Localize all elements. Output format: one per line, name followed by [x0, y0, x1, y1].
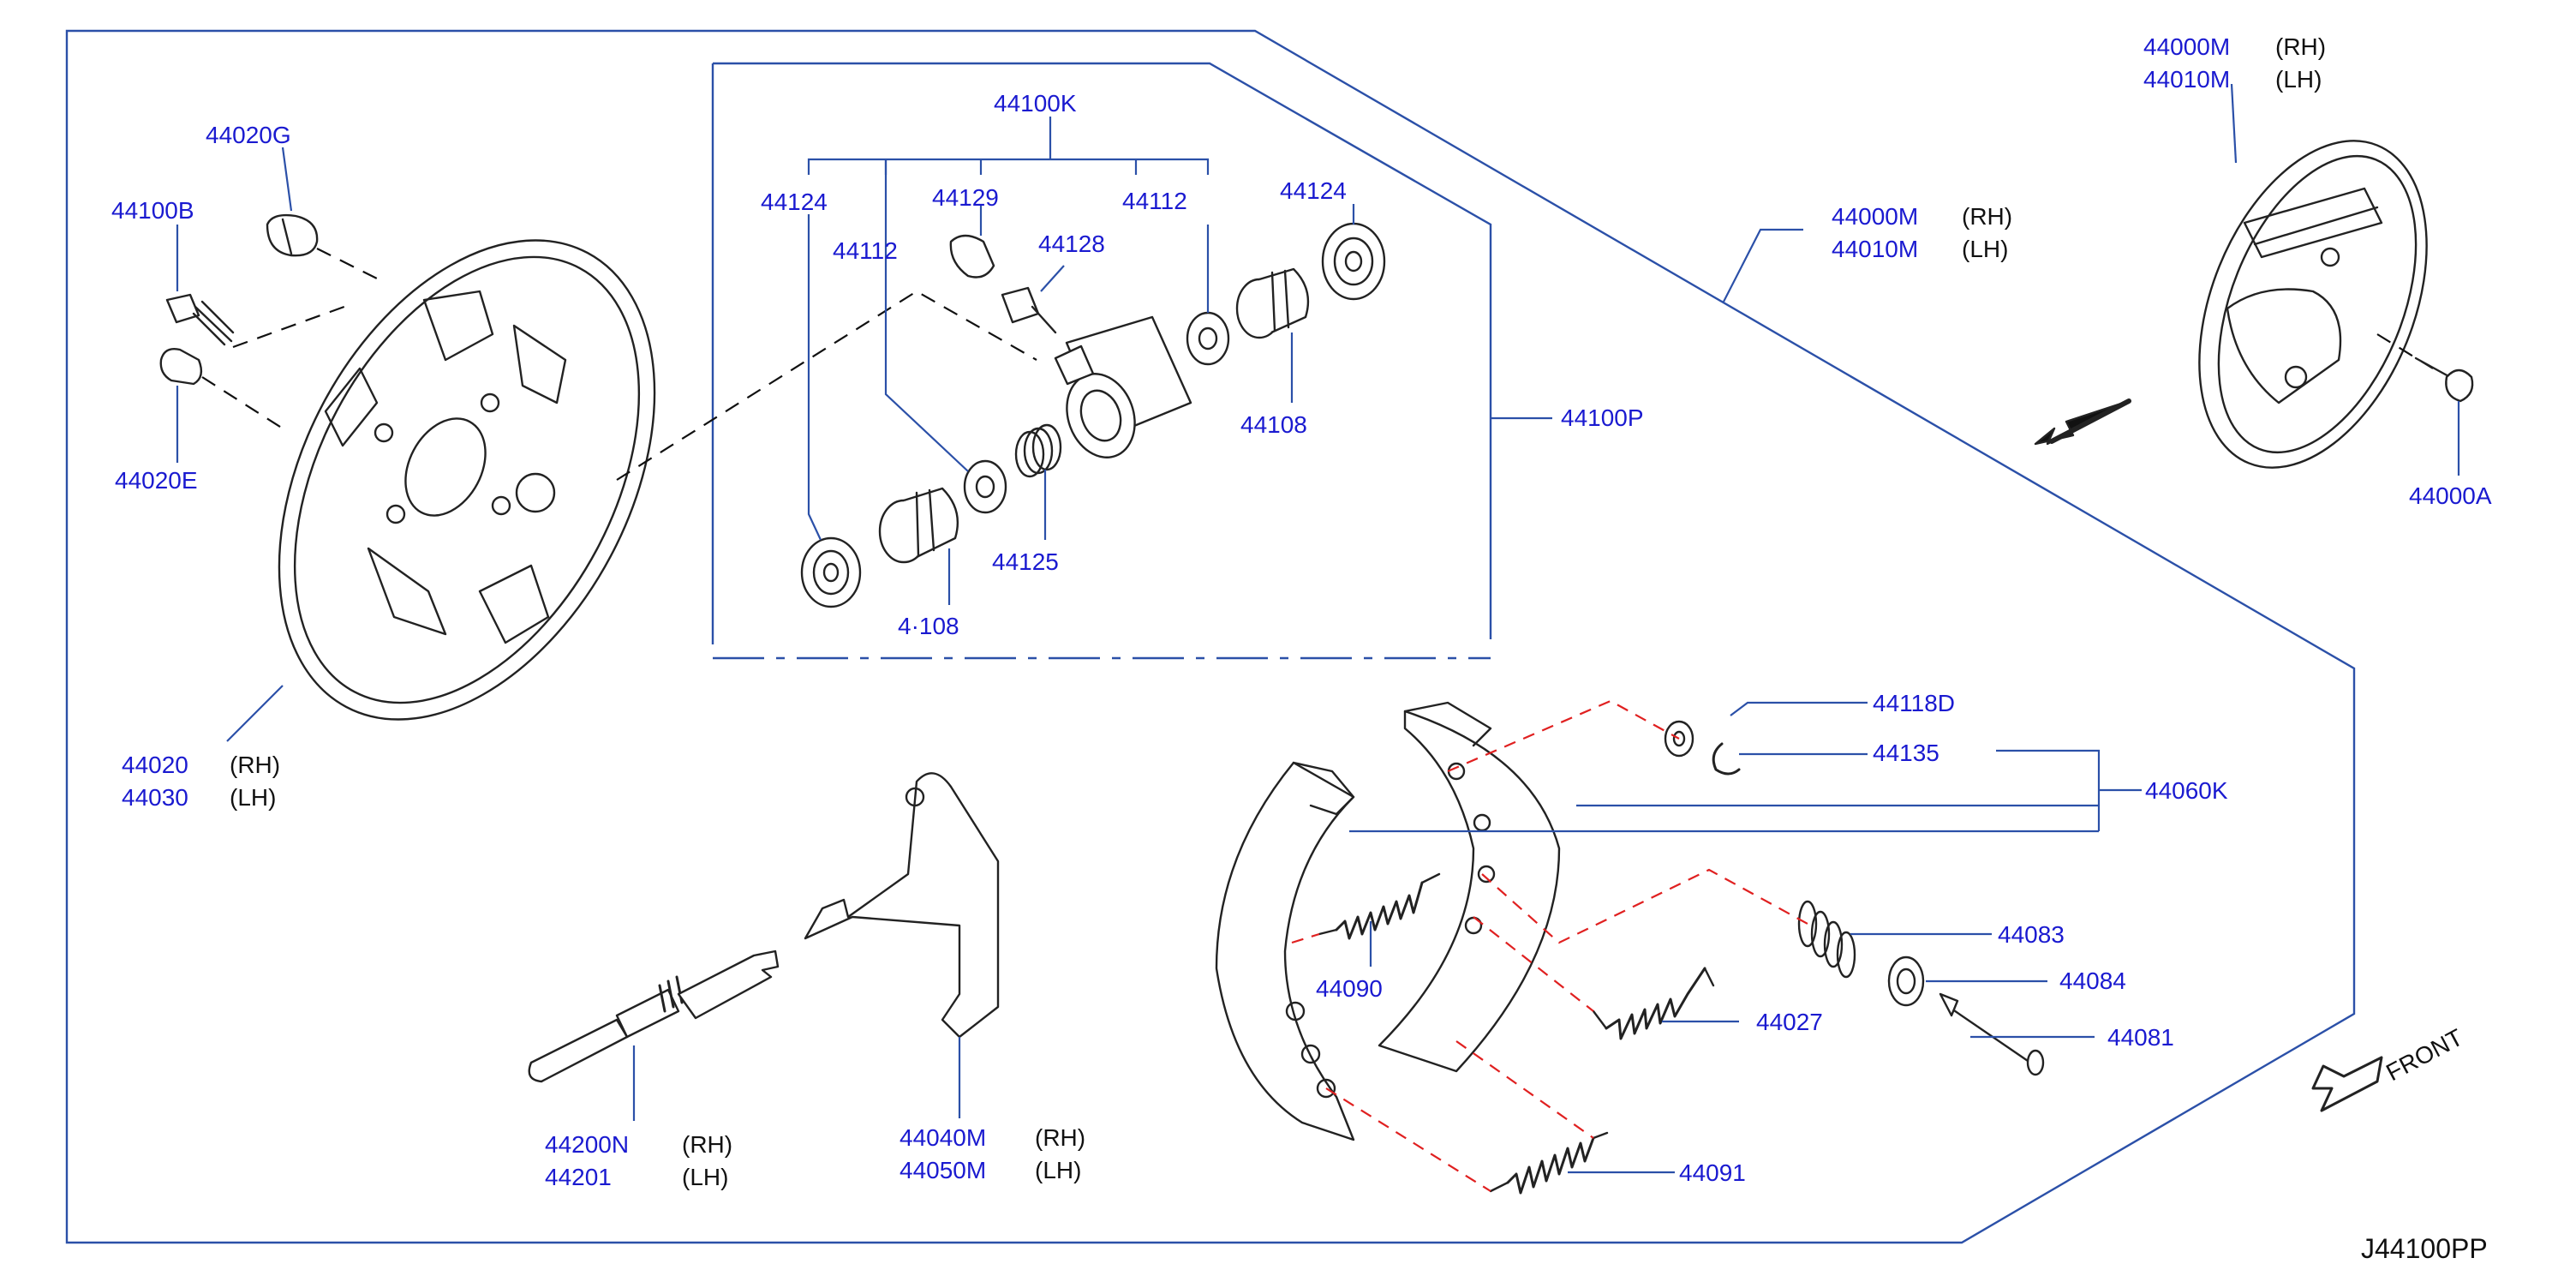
label-44020G: 44020G	[206, 122, 291, 148]
boot-44124-left	[800, 536, 862, 608]
spring-44125	[1014, 423, 1062, 478]
clip-44135	[1712, 742, 1741, 776]
wheel-cylinder-body	[1054, 315, 1192, 458]
leader-44000M-top	[2230, 83, 2238, 164]
label-44128: 44128	[1038, 231, 1105, 257]
spring-44090	[1318, 872, 1441, 940]
label-44000M-mid-side: (RH)	[1962, 203, 2012, 230]
label-44118D: 44118D	[1873, 690, 1955, 716]
label-44108-right: 44108	[1240, 411, 1307, 438]
label-44000A: 44000A	[2409, 482, 2492, 509]
label-44124-left: 44124	[761, 189, 828, 215]
adjuster-44200N	[528, 950, 780, 1083]
label-44027: 44027	[1756, 1009, 1823, 1035]
piston-44108-right	[1235, 267, 1310, 339]
brake-shoe-assembly	[2198, 140, 2428, 469]
label-44200N: 44200N	[545, 1131, 629, 1158]
leader-44124-left	[807, 214, 822, 541]
backing-plate	[278, 239, 656, 721]
leader-dash-cylinder	[616, 290, 1037, 481]
brake-shoe-upper	[1378, 701, 1561, 1073]
bleeder-44129	[949, 234, 995, 279]
spring-44083	[1797, 900, 1856, 979]
guide-spring-44027	[1473, 916, 1594, 1012]
leader-44112-left	[884, 159, 969, 472]
label-44050M-side: (LH)	[1035, 1157, 1081, 1183]
label-44083: 44083	[1998, 921, 2065, 948]
kit-bracket-44100K	[807, 117, 1210, 175]
label-44060K: 44060K	[2145, 777, 2228, 804]
guide-lower	[1455, 1040, 1594, 1139]
label-44135: 44135	[1873, 740, 1939, 766]
label-44010M-top-side: (LH)	[2275, 66, 2322, 93]
guide-upper	[1447, 699, 1680, 773]
label-44200N-side: (RH)	[682, 1131, 732, 1158]
label-44112-left: 44112	[833, 237, 898, 264]
label-44010M-mid: 44010M	[1832, 236, 1918, 262]
front-arrow-icon	[2311, 1056, 2383, 1112]
label-44125: 44125	[992, 548, 1059, 575]
label-44010M-top: 44010M	[2143, 66, 2230, 93]
label-44112-right: 44112	[1122, 188, 1187, 214]
label-44100B: 44100B	[111, 197, 194, 224]
label-44108-left: 4·108	[898, 613, 959, 639]
label-44010M-mid-side: (LH)	[1962, 236, 2008, 262]
bolt-44000A	[2414, 356, 2474, 403]
label-44124-right: 44124	[1280, 177, 1347, 204]
label-44000M-top-side: (RH)	[2275, 33, 2326, 60]
label-44030: 44030	[122, 784, 188, 811]
leader-dash-44020G	[316, 248, 386, 284]
diagram-code: J44100PP	[2361, 1233, 2488, 1264]
label-44090: 44090	[1316, 975, 1383, 1002]
label-44100P: 44100P	[1561, 404, 1644, 431]
guide-middle	[1481, 868, 1808, 944]
spring-44091	[1489, 1131, 1609, 1195]
direction-arrow	[2034, 398, 2131, 446]
pin-44081	[1939, 992, 2045, 1076]
label-44081: 44081	[2107, 1024, 2174, 1051]
boot-44124-right	[1321, 222, 1386, 301]
bleeder-cap-44128	[1001, 286, 1057, 334]
leader-dash-44100B	[232, 303, 352, 349]
cup-44112-right	[1186, 311, 1230, 366]
label-44020E: 44020E	[115, 467, 198, 494]
leader-44000M-mid	[1723, 228, 1803, 303]
leader-dash-44020E	[201, 376, 284, 429]
wheel-cylinder-frame	[711, 62, 1492, 644]
bracket-44060K	[1349, 749, 2142, 833]
label-44201: 44201	[545, 1164, 612, 1190]
label-44030-side: (LH)	[230, 784, 276, 811]
label-44050M: 44050M	[900, 1157, 986, 1183]
outer-frame	[65, 29, 2356, 1244]
leader-44020	[226, 685, 284, 742]
leader-44128	[1040, 265, 1065, 292]
label-44040M: 44040M	[900, 1124, 986, 1151]
label-44020: 44020	[122, 752, 188, 778]
label-44040M-side: (RH)	[1035, 1124, 1085, 1151]
grommet-44020G	[266, 213, 319, 257]
label-44000M-mid: 44000M	[1832, 203, 1918, 230]
bolt-44100B	[165, 293, 235, 346]
front-label: FRONT	[2382, 1024, 2467, 1087]
label-44020-side: (RH)	[230, 752, 280, 778]
label-44201-side: (LH)	[682, 1164, 728, 1190]
label-44129: 44129	[932, 184, 999, 211]
label-44084: 44084	[2059, 967, 2126, 994]
retainer-44084	[1887, 956, 1925, 1007]
nut-44020E	[159, 348, 203, 386]
brake-shoe-lower	[1215, 761, 1355, 1141]
guide-spring-44090	[1291, 932, 1320, 944]
piston-44108-left	[878, 487, 959, 564]
leader-44020G	[281, 147, 293, 212]
guide-spring-44091	[1325, 1087, 1491, 1192]
leader-44118D	[1730, 701, 1868, 716]
label-44091: 44091	[1679, 1159, 1746, 1186]
label-44000M-top: 44000M	[2143, 33, 2230, 60]
label-44100K: 44100K	[994, 90, 1077, 117]
cup-44112-left	[963, 459, 1007, 514]
plate-44040M	[804, 772, 1000, 1039]
spring-44027	[1592, 967, 1715, 1040]
